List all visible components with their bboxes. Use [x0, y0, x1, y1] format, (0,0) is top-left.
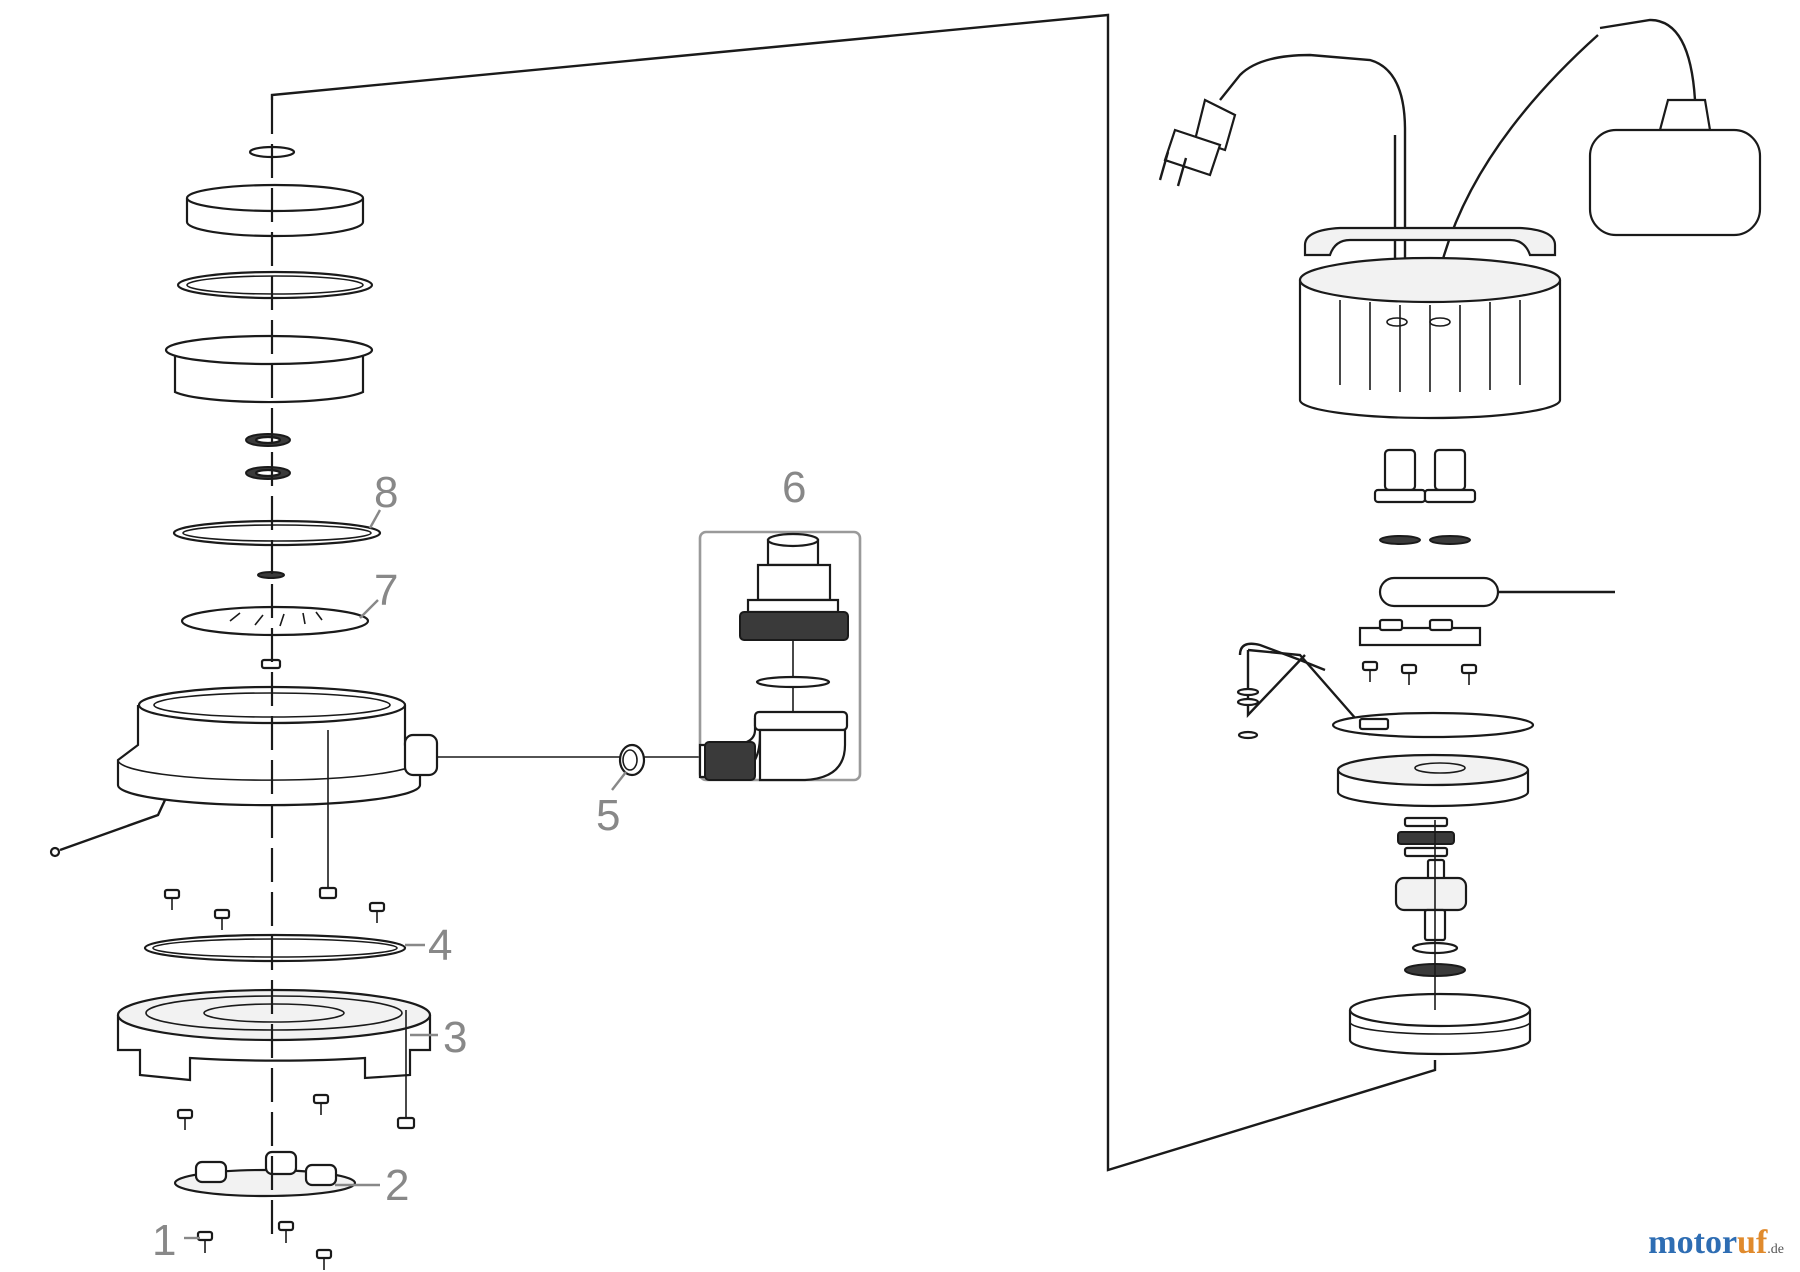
switch-lever: [1238, 642, 1326, 672]
right-assembly: [1158, 18, 1762, 1056]
washer-a-hole: [254, 435, 282, 445]
power-cord: [1219, 53, 1407, 270]
motor-cover-ribs: [1339, 300, 1521, 392]
callout-8-label: 8: [374, 468, 398, 517]
adapter-mid: [756, 563, 832, 602]
callout-7: 7: [359, 566, 398, 619]
motor-cover-top: [1298, 256, 1562, 304]
cable-hole-2: [1429, 317, 1451, 327]
cable-glands: [1373, 448, 1477, 545]
float-wire-end: [49, 846, 61, 858]
capacitor: [1378, 576, 1500, 608]
rotor: [1394, 876, 1468, 912]
callout-1: 1: [152, 1216, 200, 1265]
callout-2: 2: [335, 1161, 409, 1210]
screw-row-bottom: [196, 1220, 333, 1270]
adapter-washer: [755, 675, 831, 689]
upper-gasket: [176, 270, 374, 300]
callout-6-label: 6: [782, 463, 806, 512]
switch-washer-1: [1236, 687, 1260, 697]
gasket-4-inner: [152, 938, 398, 958]
seal-tab: [1358, 717, 1390, 731]
top-cap-face: [185, 183, 365, 213]
stator-top: [1336, 753, 1530, 787]
long-screw-head: [318, 886, 338, 900]
switch-link: [1246, 648, 1371, 736]
plug-pin-1: [1158, 151, 1170, 181]
ring-5-inner: [622, 749, 638, 771]
cable-hole-1: [1386, 317, 1408, 327]
callout-2-label: 2: [385, 1161, 409, 1210]
screw-row-right: [1361, 660, 1478, 685]
callout-6: 6: [782, 463, 806, 512]
callout-3-label: 3: [443, 1013, 467, 1062]
upper-cup-rim: [164, 334, 374, 366]
left-assembly: [49, 100, 439, 1270]
top-handle: [1303, 226, 1557, 257]
o-ring-8-inner: [182, 524, 372, 542]
pump-body-step: [117, 759, 421, 781]
adapter-lower: [746, 598, 840, 614]
base-3-center: [203, 1003, 345, 1023]
callout-8: 8: [368, 468, 398, 529]
pump-body: [116, 705, 422, 807]
switch-washer-3: [1237, 730, 1259, 740]
callout-7-label: 7: [374, 566, 398, 615]
foot-2a: [194, 1160, 228, 1184]
lower-motor-cup-top: [1348, 992, 1532, 1028]
adapter-nut: [739, 611, 849, 641]
float-cable-2: [1599, 18, 1697, 101]
lower-motor-cup-bands: [1349, 1021, 1531, 1035]
assembly-connector-frame: [270, 13, 1437, 1172]
foot-2b: [264, 1150, 298, 1176]
gasket-4: [143, 933, 407, 963]
adapter-top-face: [766, 532, 820, 548]
terminal-plate: [1358, 626, 1482, 647]
elbow-collar: [753, 710, 849, 732]
bearing-stack: [1397, 816, 1455, 858]
screw-row-lower: [176, 1010, 416, 1130]
elbow-body: [758, 728, 847, 782]
plug-pin-2: [1176, 157, 1188, 187]
upper-gasket-inner: [186, 275, 364, 295]
base-3-top: [116, 988, 432, 1042]
float-body: [1588, 128, 1762, 237]
foot-2c: [304, 1163, 338, 1187]
watermark-main: motor: [1648, 1224, 1738, 1261]
body-outlet-stub: [403, 733, 439, 777]
callout-4: 4: [405, 921, 452, 970]
washer-b-hole: [254, 468, 282, 478]
detail-box-6: [698, 530, 862, 782]
callout-5-label: 5: [596, 791, 620, 840]
terminal-a: [1378, 618, 1404, 632]
terminal-b: [1428, 618, 1454, 632]
impeller-plate-7: [180, 605, 370, 637]
watermark-suffix: .de: [1767, 1242, 1784, 1257]
motoruf-watermark: motoruf.de: [1648, 1224, 1784, 1262]
stator-bore: [1414, 762, 1466, 774]
plug-head: [1163, 128, 1222, 177]
switch-washer-2: [1236, 697, 1260, 707]
screw-row-upper: [163, 888, 386, 930]
callout-3: 3: [410, 1013, 467, 1062]
plug-body: [1193, 98, 1237, 152]
base-3-rim: [145, 995, 403, 1031]
watermark-accent: uf: [1737, 1224, 1768, 1261]
float-wire: [59, 799, 167, 852]
callout-5: 5: [596, 771, 627, 840]
callout-1-label: 1: [152, 1216, 176, 1265]
float-neck: [1658, 98, 1712, 132]
impeller-vanes: [229, 611, 323, 627]
elbow-thread: [704, 741, 756, 781]
callout-4-label: 4: [428, 921, 452, 970]
